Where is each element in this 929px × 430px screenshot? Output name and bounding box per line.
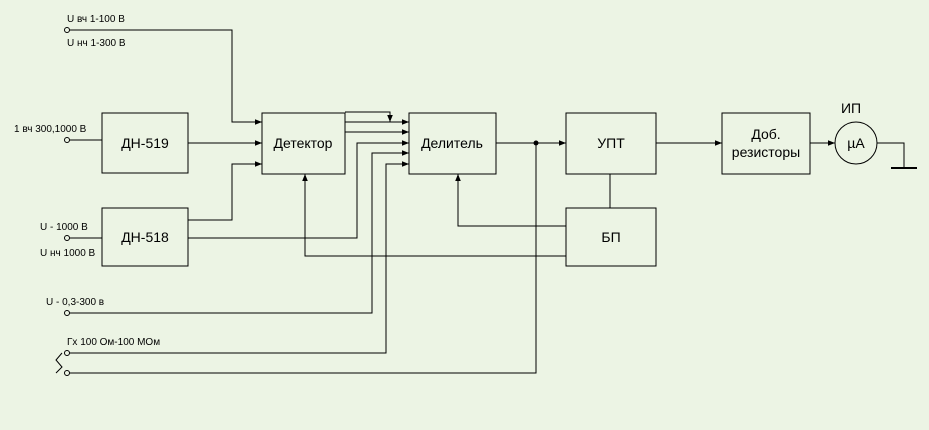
input-terminals	[55, 27, 70, 376]
wires	[67, 29, 917, 374]
block-divider: Делитель	[408, 112, 497, 175]
wire-bp-to-divider	[455, 174, 566, 227]
meter-unit: µA	[847, 135, 865, 151]
wire-top-to-divider	[345, 111, 393, 122]
label-u-lf-1-300: U нч 1-300 В	[67, 38, 126, 49]
label-u-lf-1000: U нч 1000 В	[40, 248, 96, 259]
terminal-hf-300-1000[interactable]	[64, 137, 70, 143]
meter-icon	[834, 121, 878, 165]
wire-dn518-to-divider	[188, 140, 409, 239]
label-u-1000: U - 1000 В	[40, 222, 88, 233]
block-upt-label: УПТ	[597, 135, 625, 151]
block-upt: УПТ	[565, 112, 657, 175]
block-dn518: ДН-518	[101, 207, 189, 267]
meter-label: ИП	[841, 100, 861, 116]
terminal-u-03-300[interactable]	[64, 310, 70, 316]
label-hf-300-1000: 1 вч 300,1000 В	[14, 124, 87, 135]
block-dn518-label: ДН-518	[121, 229, 169, 245]
terminal-u-1000[interactable]	[64, 235, 70, 241]
wire-u03-to-divider	[67, 150, 409, 314]
wire-bp-to-detector	[302, 174, 566, 257]
junction-dot	[533, 140, 539, 146]
rx-switch-icon	[55, 352, 63, 374]
block-detector: Детектор	[261, 112, 346, 175]
block-detector-label: Детектор	[274, 135, 333, 151]
block-resistors: Доб. резисторы	[721, 112, 811, 175]
input-labels: U вч 1-100 В U нч 1-300 В 1 вч 300,1000 …	[14, 14, 160, 348]
meter: µA ИП	[834, 100, 878, 165]
block-resistors-label-2: резисторы	[732, 144, 800, 160]
label-u-03-300: U - 0,3-300 в	[46, 297, 104, 308]
block-divider-label: Делитель	[421, 135, 483, 151]
wire-u-hf-to-detector	[67, 29, 262, 125]
label-u-hf-1-100: U вч 1-100 В	[67, 14, 125, 25]
wire-rx-to-divider	[67, 161, 409, 354]
block-bp: БП	[565, 207, 657, 267]
label-rx: Гх 100 Ом-100 МОм	[67, 337, 160, 348]
wire-meter-to-ground	[877, 142, 905, 168]
block-dn519: ДН-519	[101, 112, 189, 174]
terminal-u-hf[interactable]	[64, 27, 70, 33]
block-bp-label: БП	[601, 229, 620, 245]
block-resistors-label-1: Доб.	[751, 126, 780, 142]
block-dn519-label: ДН-519	[121, 135, 169, 151]
wire-dn518-to-detector	[188, 161, 262, 221]
wire-rx-return	[67, 143, 537, 374]
terminal-rx-2[interactable]	[64, 370, 70, 376]
terminal-rx-1[interactable]	[64, 350, 70, 356]
